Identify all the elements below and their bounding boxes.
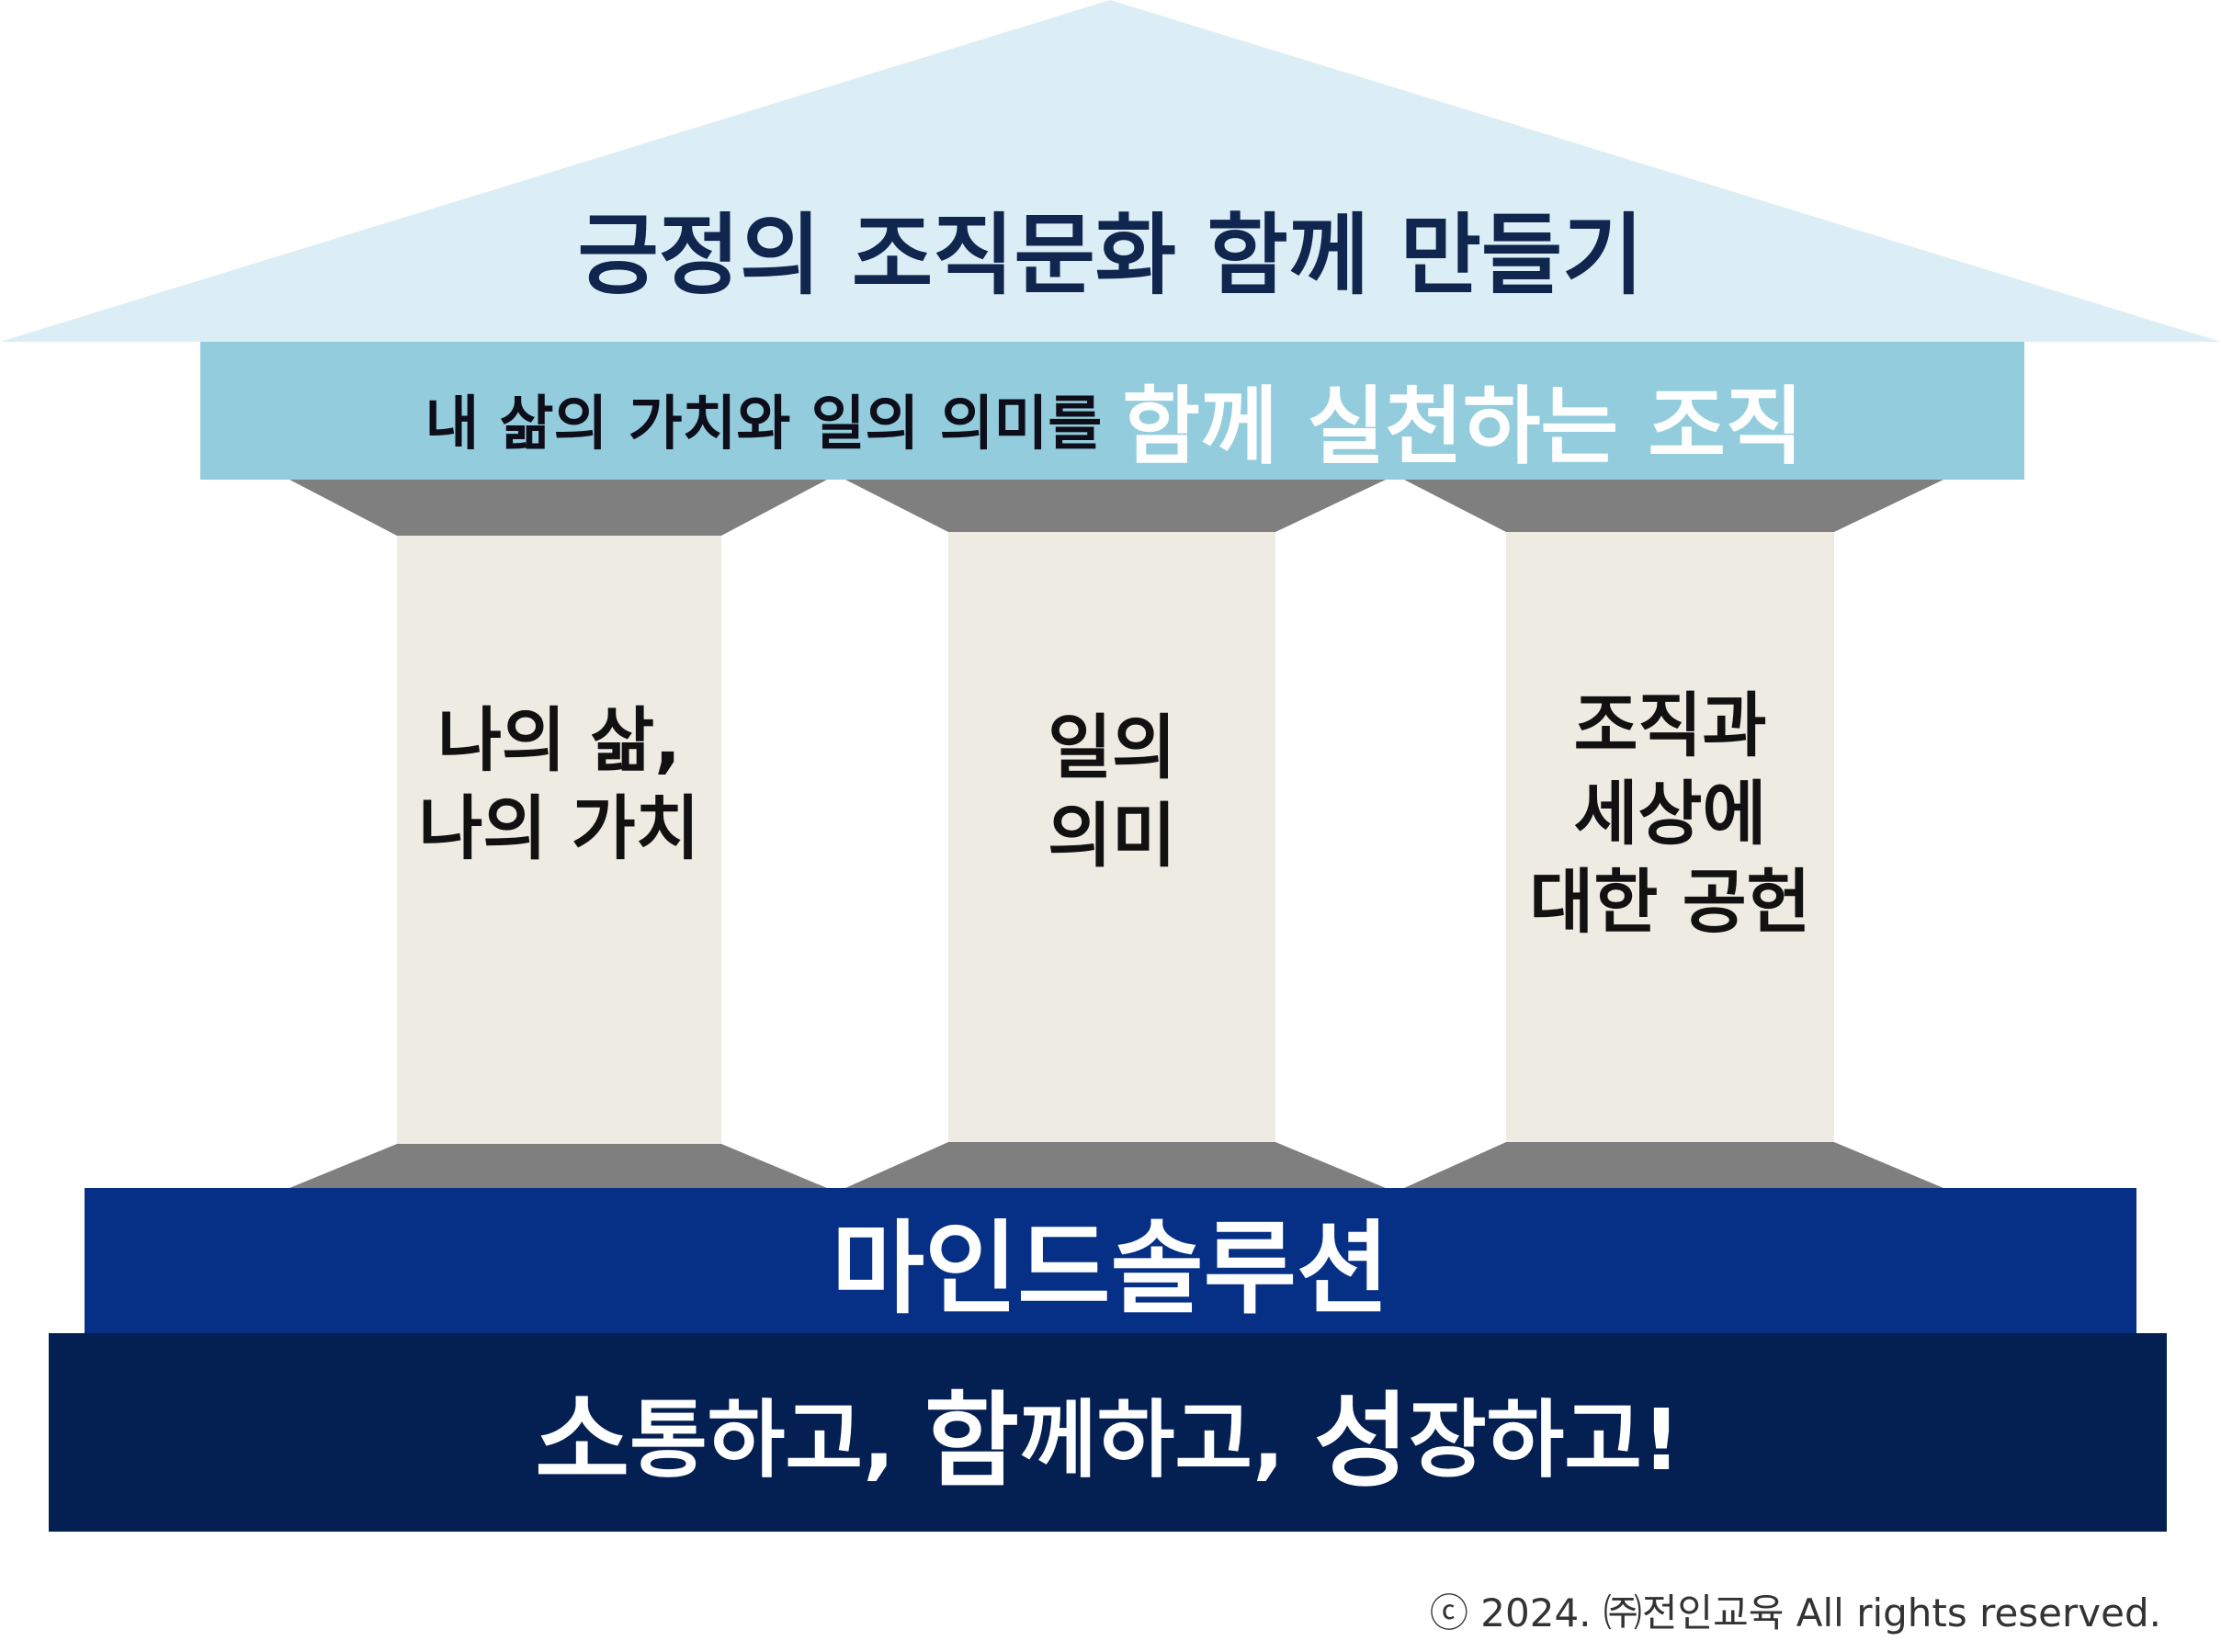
pillar-label-line: 대한 공헌 — [1529, 861, 1811, 943]
pillar-base — [845, 1142, 1386, 1188]
pillar-label-line: 의미 — [1048, 795, 1176, 877]
beam — [200, 342, 2024, 480]
pillar-label-line: 나의 가치 — [418, 787, 700, 869]
pillar-capital — [1404, 480, 1943, 532]
pillar-base — [1404, 1142, 1943, 1188]
pillar-label-line: 나의 삶, — [436, 699, 682, 781]
pillar-label-3: 조직과 세상에 대한 공헌 — [1506, 682, 1834, 946]
pillar-column — [397, 536, 721, 1144]
pillar-label-line: 세상에 — [1573, 773, 1767, 854]
slogan-rest: 께하고, — [1019, 1390, 1314, 1489]
foundation-title: 마인드솔루션 — [831, 1210, 1390, 1328]
beam-lead-text: 내 삶의 가치와 일의 의미를 — [425, 390, 1103, 458]
foundation-top — [85, 1188, 2136, 1333]
beam-highlight-text: 함께 실천하는 조직 — [1122, 377, 1804, 476]
foundation-bottom — [49, 1333, 2167, 1532]
pillar-label-line: 일의 — [1048, 707, 1176, 788]
slogan-lead-char: 성 — [1313, 1382, 1410, 1501]
slogan-lead-char: 소 — [535, 1382, 630, 1501]
pillar-capital — [289, 480, 827, 536]
slogan-lead-char: 함 — [924, 1382, 1020, 1501]
slogan-rest: 통하고, — [629, 1390, 925, 1489]
pillar-column — [1506, 532, 1834, 1142]
pillar-base — [289, 1144, 827, 1188]
roof-title: 긍정의 조직문화 함께 만들기 — [577, 204, 1644, 307]
pillar-label-2: 일의 의미 — [948, 704, 1275, 880]
slogan-rest: 장하고! — [1409, 1390, 1681, 1489]
beam-caption: 내 삶의 가치와 일의 의미를 함께 실천하는 조직 — [202, 356, 2026, 481]
pillar-label-1: 나의 삶, 나의 가치 — [397, 696, 721, 873]
roof — [0, 0, 2221, 342]
pillar-capital — [845, 480, 1386, 532]
copyright-notice: ⓒ 2024. ㈜전인교육 All rights reserved. — [1429, 1590, 2161, 1635]
pillar-column — [948, 532, 1275, 1142]
pillar-label-line: 조직과 — [1573, 685, 1767, 766]
